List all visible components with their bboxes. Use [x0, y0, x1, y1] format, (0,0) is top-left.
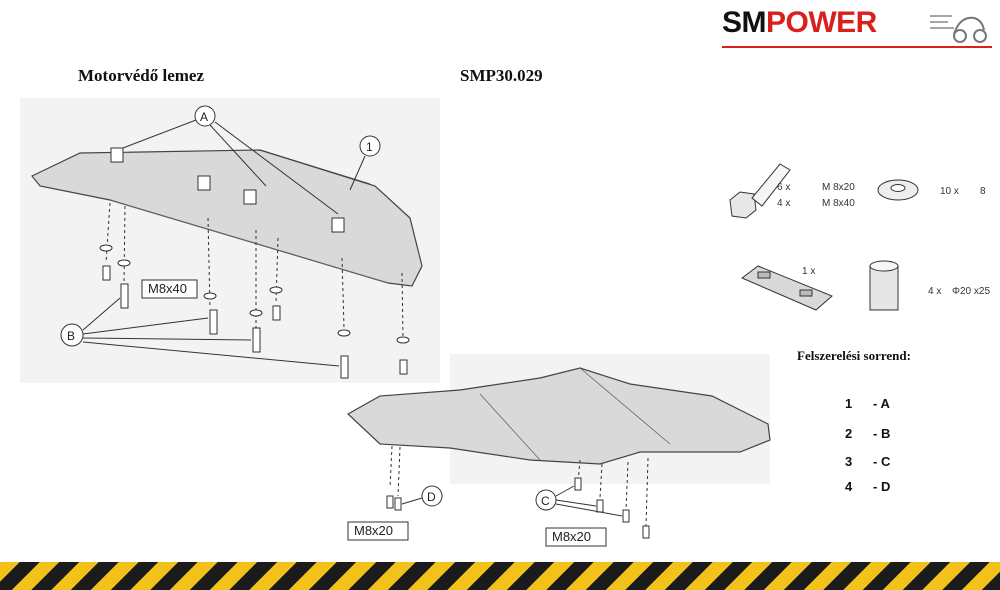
product-code: SMP30.029 [460, 66, 543, 85]
sequence-step: 2 - B [845, 426, 890, 441]
callout-a-circle [194, 105, 216, 127]
bolt-size-label: M8x40 [148, 281, 187, 296]
step-number: 4 [845, 479, 853, 494]
step-number: 2 [845, 426, 853, 441]
right-exploded-diagram: D C M8x20 M8x20 [346, 354, 771, 547]
bolt-icon [596, 499, 604, 513]
bolt-icon [642, 525, 650, 539]
bolt-icon [399, 359, 408, 375]
step-number: 1 [845, 396, 853, 411]
hardware-kit: 6 x M 8x20 4 x M 8x40 10 x 8 1 x 4 x Φ20… [729, 163, 990, 311]
sequence-step: 1 - A [845, 396, 890, 411]
bolt-icon [340, 355, 349, 379]
bolt-icon [386, 495, 394, 509]
callout-1-circle [359, 135, 381, 157]
bolt-size-2: M 8x40 [822, 198, 855, 209]
bolt-icon [252, 327, 261, 353]
bolt-icon [574, 477, 582, 491]
callout-d-label: D [427, 490, 436, 504]
callout-a-label: A [200, 110, 208, 124]
sequence-step: 3 - C [845, 454, 890, 469]
bolt-icon [102, 265, 111, 281]
spacer-icon [869, 260, 899, 311]
callout-c-label: C [541, 494, 550, 508]
bolt-qty-1: 6 x [777, 182, 790, 193]
logo-wordmark: SMPOWER [722, 6, 992, 40]
step-label: - B [873, 426, 891, 441]
sequence-step: 4 - D [845, 479, 890, 494]
bolt-qty-2: 4 x [777, 198, 790, 209]
logo-power-text: POWER [766, 6, 877, 39]
left-exploded-diagram: A 1 B M8x40 [20, 98, 440, 383]
step-number: 3 [845, 454, 853, 469]
bolt-size-box-d [347, 521, 409, 541]
callout-b-label: B [67, 329, 75, 343]
plate-qty: 1 x [802, 266, 815, 277]
bolt-size-box-c [545, 527, 607, 547]
bolt-icon [729, 163, 791, 219]
product-title: Motorvédő lemez [78, 66, 205, 85]
step-label: - A [873, 396, 890, 411]
washer-qty: 10 x [940, 186, 959, 197]
skid-plate-shape [31, 149, 423, 287]
motorcycle-logo-icon [930, 15, 987, 43]
plate-icon [741, 265, 833, 311]
bolt-icon [394, 497, 402, 511]
rear-plate-shape [346, 367, 771, 465]
bolt-icon [209, 309, 218, 335]
spacer-icon [331, 217, 345, 233]
spacer-icon [197, 175, 211, 191]
washer-size: 8 [980, 186, 986, 197]
step-label: - D [873, 479, 891, 494]
step-label: - C [873, 454, 891, 469]
spacer-icon [110, 147, 124, 163]
bolt-icon [120, 283, 129, 309]
bolt-icon [622, 509, 630, 523]
bolt-size-box [141, 279, 198, 299]
bolt-icon [272, 305, 281, 321]
callout-b-circle [60, 323, 84, 347]
spacer-size: Φ20 x25 [952, 286, 990, 297]
bolt-size-1: M 8x20 [822, 182, 855, 193]
bolt-size-label-c: M8x20 [552, 529, 591, 544]
spacer-icon [243, 189, 257, 205]
sequence-title: Felszerelési sorrend: [797, 348, 911, 363]
bolt-size-label-d: M8x20 [354, 523, 393, 538]
callout-1-label: 1 [366, 140, 373, 154]
logo-sm-text: SM [722, 6, 767, 39]
brand-logo: SMPOWER [722, 6, 992, 48]
callout-d-circle [421, 485, 443, 507]
logo-underline [722, 46, 992, 48]
washer-icon [877, 179, 919, 201]
spacer-qty: 4 x [928, 286, 941, 297]
hazard-stripe-footer [0, 562, 1000, 590]
